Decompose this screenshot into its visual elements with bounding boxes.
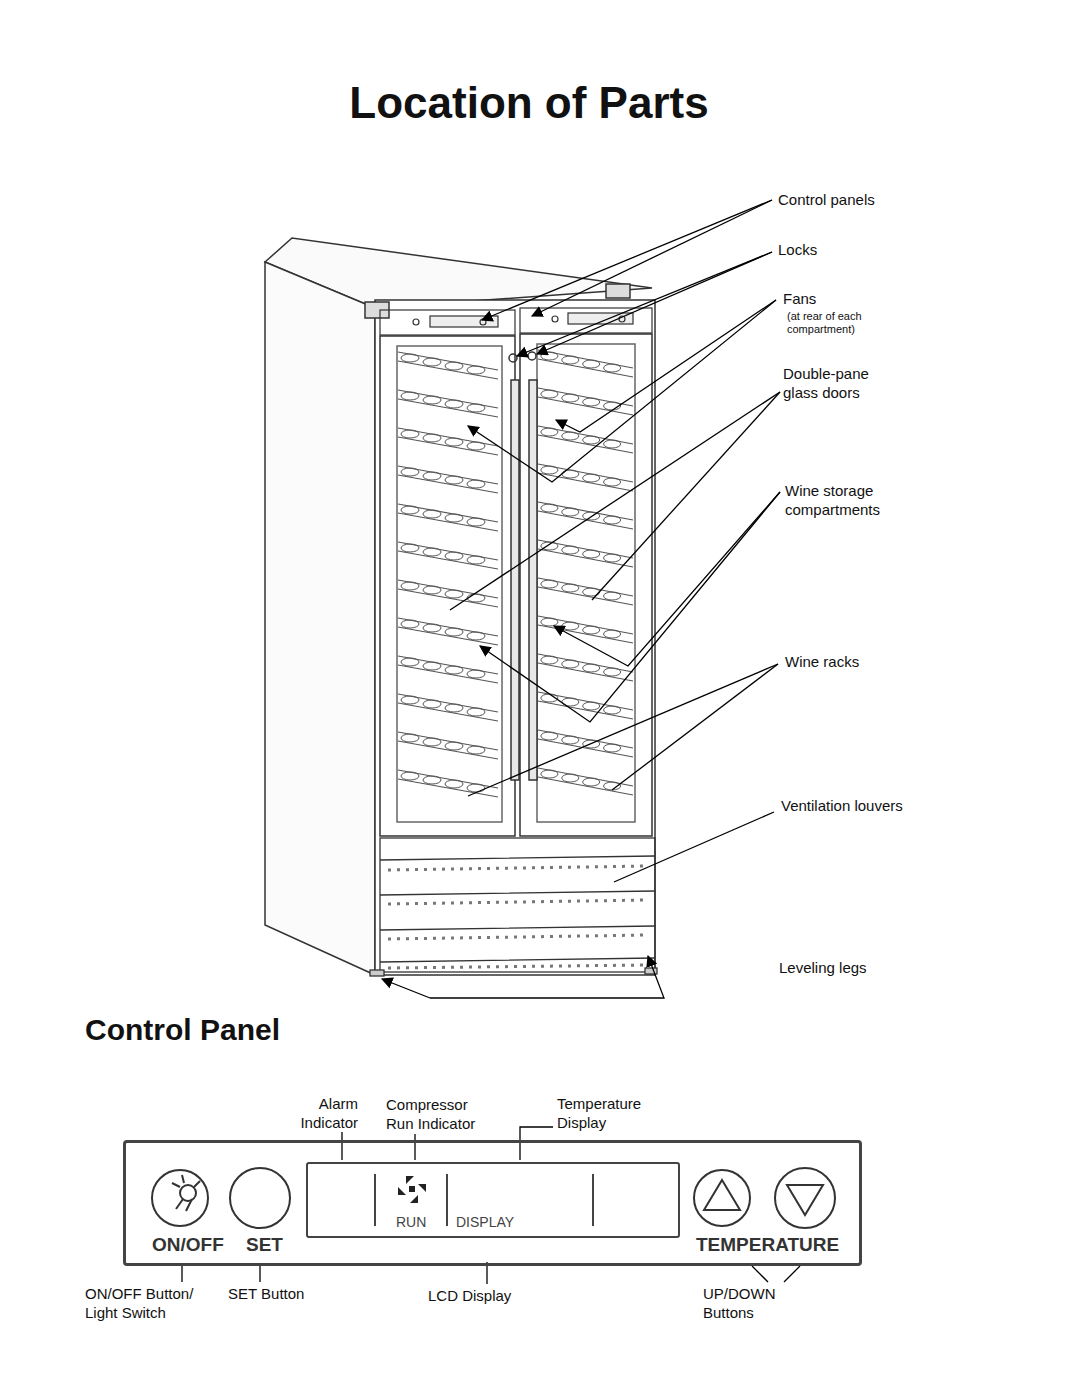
leader-lines: [181, 1266, 182, 1282]
indicator-label: Temperature Display: [557, 1094, 652, 1132]
wine-racks: [398, 580, 498, 607]
wine-racks: [538, 578, 633, 605]
leader-lines: [468, 300, 776, 482]
wine-racks: [398, 618, 498, 645]
doors: [537, 344, 635, 822]
wine-racks: [538, 426, 633, 453]
leader-lines: [480, 492, 780, 722]
leader-lines: [537, 252, 772, 354]
wine-racks: [538, 616, 633, 643]
wine-racks: [538, 654, 633, 681]
part-label: Wine racks: [785, 652, 859, 671]
part-label: Wine storage compartments: [785, 481, 897, 519]
wine-racks: [398, 542, 498, 569]
part-label: Control panels: [778, 190, 875, 209]
doors: [509, 354, 517, 362]
wine-racks: [398, 466, 498, 493]
ventilation-louvers: [370, 970, 384, 976]
ventilation-louvers: [370, 838, 657, 976]
leader-lines: [592, 392, 780, 600]
doors: [528, 352, 536, 360]
leader-lines: [182, 200, 800, 1284]
leader-lines: [612, 664, 778, 790]
cabinet: [606, 284, 630, 298]
cabinet: [265, 238, 655, 975]
doors: [511, 380, 519, 780]
wine-racks: [538, 350, 633, 795]
wine-racks: [538, 502, 633, 529]
wine-racks: [538, 768, 633, 795]
wine-racks: [398, 352, 498, 379]
leader-lines: [554, 492, 780, 666]
control-panel: ON/OFF SET TEMPERATURE RUN DISPLAY: [123, 1140, 862, 1266]
cabinet: [265, 262, 375, 975]
button-label: SET Button: [228, 1284, 304, 1303]
button-label: ON/OFF Button/ Light Switch: [85, 1284, 200, 1322]
indicator-label: Compressor Run Indicator: [386, 1095, 486, 1133]
leader-lines: [752, 1266, 768, 1282]
ventilation-louvers: [380, 838, 655, 972]
button-label: UP/DOWN Buttons: [703, 1284, 785, 1322]
wine-racks: [538, 464, 633, 491]
wine-racks: [538, 388, 633, 415]
wine-racks: [398, 732, 498, 759]
doors: [520, 334, 652, 836]
leader-lines: [450, 392, 780, 610]
leader-lines: [382, 979, 430, 998]
leader-lines: [259, 1266, 260, 1282]
button-caption: ON/OFF: [152, 1233, 224, 1256]
wine-racks: [538, 730, 633, 757]
leader-lines: [784, 1266, 800, 1282]
section-heading: Control Panel: [85, 1012, 280, 1048]
leader-lines: [614, 812, 774, 882]
wine-racks: [398, 770, 498, 797]
control-strips: [380, 310, 515, 335]
doors: [380, 336, 515, 836]
wine-racks: [398, 656, 498, 683]
wine-racks: [538, 350, 633, 377]
wine-racks: [398, 428, 498, 455]
leader-lines: [414, 1134, 415, 1160]
button-caption: TEMPERATURE: [696, 1233, 839, 1256]
wine-racks: [398, 390, 498, 417]
leader-lines: [520, 1127, 553, 1160]
ventilation-louvers: [380, 856, 655, 962]
part-label: Leveling legs: [779, 958, 867, 977]
part-label: Double-pane glass doors: [783, 364, 883, 402]
leader-lines: [482, 200, 772, 320]
doors: [529, 380, 537, 780]
ventilation-louvers: [388, 866, 648, 968]
wine-racks: [398, 694, 498, 721]
wine-racks: [398, 350, 633, 797]
leader-lines: [430, 956, 664, 998]
control-strips: [552, 316, 558, 322]
leader-lines: [468, 664, 778, 796]
display-caption: DISPLAY: [456, 1214, 514, 1231]
display-caption: RUN: [396, 1214, 426, 1231]
part-label: Locks: [778, 240, 817, 259]
leader-lines: [532, 200, 772, 316]
wine-racks: [538, 540, 633, 567]
leader-lines: [517, 252, 772, 356]
display-label: LCD Display: [428, 1286, 511, 1305]
leader-lines: [556, 300, 776, 432]
indicator-label: Alarm Indicator: [270, 1094, 358, 1132]
wine-racks: [398, 504, 498, 531]
doors: [397, 346, 502, 822]
page-title: Location of Parts: [0, 76, 1058, 129]
control-strips: [413, 319, 419, 325]
button-caption: SET: [246, 1233, 283, 1256]
part-label: Ventilation louvers: [781, 796, 903, 815]
cabinet: [375, 300, 655, 975]
note: (at rear of each compartment): [787, 310, 883, 336]
part-label: Fans: [783, 289, 816, 308]
leader-lines: [341, 1132, 342, 1160]
doors: [380, 334, 652, 836]
lcd-display: RUN DISPLAY: [306, 1162, 680, 1238]
